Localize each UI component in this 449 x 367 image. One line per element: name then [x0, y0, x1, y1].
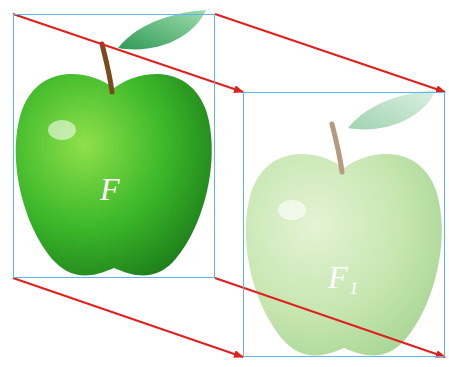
- figure-frame: F₁: [243, 92, 445, 357]
- apple-f1: [246, 90, 442, 356]
- figure-frame: F: [13, 14, 215, 278]
- figure-label: F: [100, 173, 120, 205]
- apple-f: [16, 10, 212, 276]
- figure-label: F₁: [328, 261, 359, 293]
- translation-arrow: [13, 278, 243, 357]
- translation-arrow: [215, 14, 445, 92]
- translation-arrow: [13, 14, 243, 92]
